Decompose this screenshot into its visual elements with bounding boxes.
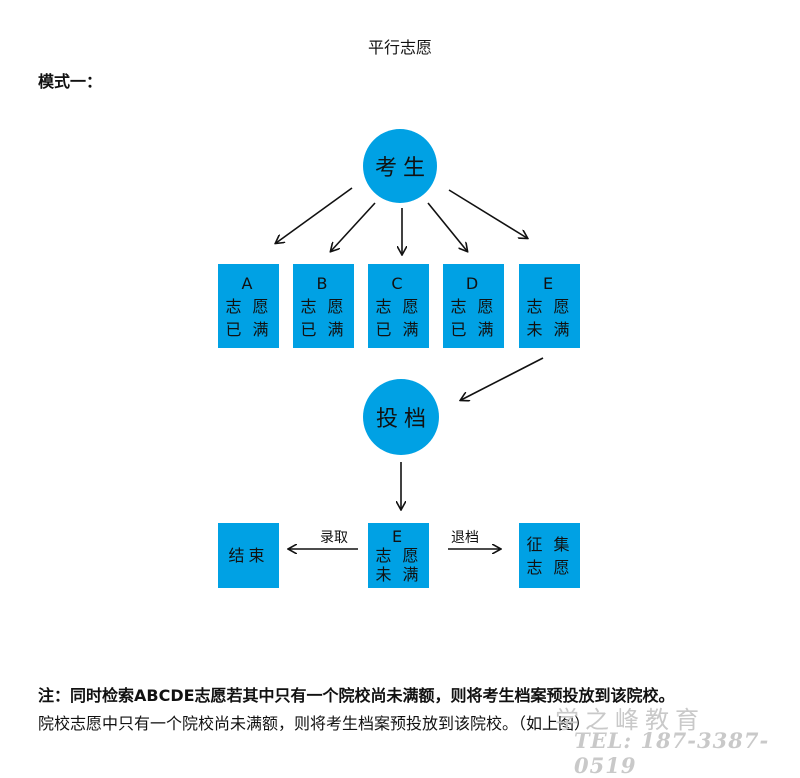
note-line-1: 注：同时检索ABCDE志愿若其中只有一个院校尚未满额，则将考生档案预投放到该院校… — [38, 686, 675, 705]
result-letter: E — [391, 527, 406, 546]
result-line2: 未 满 — [375, 565, 422, 584]
choice-line2: 已 满 — [450, 319, 497, 339]
choice-line1: 志 愿 — [225, 296, 272, 316]
choice-letter: B — [316, 273, 331, 293]
watermark-brand: 学之峰教育 — [555, 706, 705, 734]
diagram-title: 平行志愿 — [367, 38, 432, 57]
arrow-student-to-d — [427, 202, 467, 251]
choice-line1: 志 愿 — [450, 296, 497, 316]
cast-node: 投档 — [363, 379, 439, 455]
result-box-e: E 志 愿 未 满 — [368, 523, 429, 588]
choice-line1: 志 愿 — [300, 296, 347, 316]
collect-line2: 志 愿 — [526, 557, 573, 577]
choice-line2: 已 满 — [225, 319, 272, 339]
arrow-layer — [0, 187, 544, 755]
choice-letter: C — [391, 273, 406, 293]
choice-box-a: A 志 愿 已 满 — [218, 264, 279, 348]
arrow-student-to-e — [448, 189, 527, 238]
result-line1: 志 愿 — [375, 546, 422, 565]
choice-letter: A — [241, 273, 256, 293]
admit-label: 录取 — [320, 530, 348, 546]
choice-line2: 未 满 — [526, 319, 573, 339]
collect-line1: 征 集 — [526, 534, 573, 554]
return-label: 退档 — [451, 530, 479, 546]
arrow-e-to-cast — [461, 357, 544, 400]
arrow-student-to-b — [331, 202, 376, 251]
note-line-2: 院校志愿中只有一个院校尚未满额，则将考生档案预投放到该院校。（如上图） — [38, 714, 591, 733]
watermark-tel: TEL: 187-3387-0519 — [574, 728, 770, 778]
choice-box-c: C 志 愿 已 满 — [368, 264, 429, 348]
choice-line2: 已 满 — [300, 319, 347, 339]
arrow-student-to-a — [276, 187, 353, 243]
choice-line1: 志 愿 — [526, 296, 573, 316]
choice-box-d: D 志 愿 已 满 — [443, 264, 504, 348]
end-node: 结束 — [218, 523, 279, 588]
student-node: 考生 — [363, 129, 437, 203]
choice-letter: D — [465, 273, 482, 293]
choice-line2: 已 满 — [375, 319, 422, 339]
choice-box-e: E 志 愿 未 满 — [519, 264, 580, 348]
collect-node: 征 集 志 愿 — [519, 523, 580, 588]
choice-box-b: B 志 愿 已 满 — [293, 264, 354, 348]
mode-label: 模式一： — [38, 72, 103, 91]
choice-letter: E — [542, 273, 557, 293]
cast-label: 投档 — [375, 407, 432, 432]
student-label: 考生 — [374, 156, 431, 181]
end-label: 结束 — [228, 546, 269, 565]
choice-line1: 志 愿 — [375, 296, 422, 316]
